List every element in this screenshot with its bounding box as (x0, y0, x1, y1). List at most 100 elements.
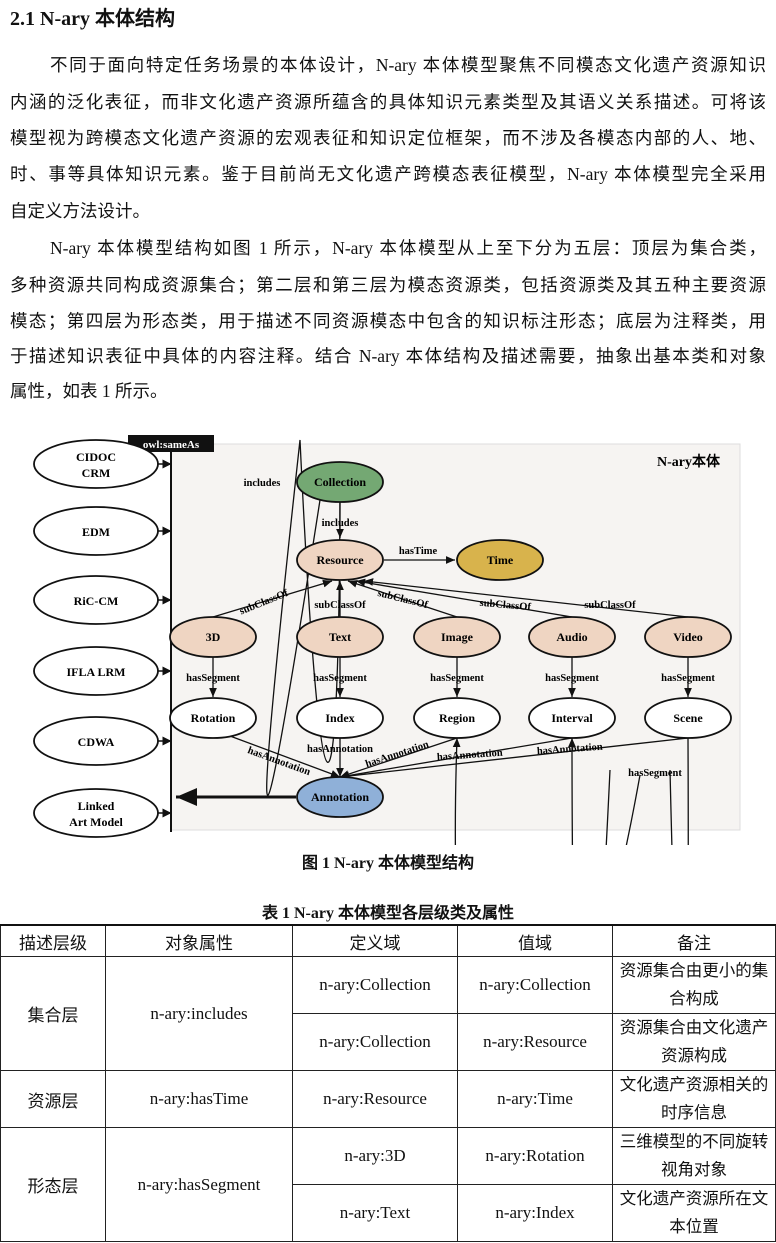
panel-label: N-ary本体 (657, 453, 721, 470)
node-label-audio: Audio (556, 630, 587, 644)
node-scene (644, 697, 732, 739)
same-as-label: owl:sameAs (143, 439, 200, 451)
has-segment-label: hasSegment (313, 673, 367, 684)
table-row: n-ary:Text n-ary:Index 文化遗产资源所在文本位置 (1, 1184, 776, 1242)
has-annotation-label: hasAnnotation (307, 744, 373, 755)
includes-loop-label: includes (244, 478, 281, 489)
text-line: N-ary 本体模型结构如图 1 所示，N-ary 本体模型从上至下分为五层：顶… (50, 238, 766, 258)
note-cell: 三维模型的不同旋转视角对象 (612, 1127, 776, 1185)
col-header: 描述层级 (0, 924, 106, 957)
note-cell: 文化遗产资源所在文本位置 (612, 1184, 776, 1242)
node-label-image: Image (441, 630, 474, 644)
node-label-annotation: Annotation (311, 790, 369, 804)
table-row: 资源层 n-ary:hasTime n-ary:Resource n-ary:T… (0, 1070, 776, 1128)
property-cell: n-ary:hasTime (105, 1070, 293, 1128)
node-region (413, 697, 501, 739)
external-model-label: CRM (82, 466, 111, 480)
col-header: 备注 (612, 924, 776, 957)
note-cell: 资源集合由文化遗产资源构成 (612, 1013, 776, 1071)
external-model-node (33, 575, 159, 625)
node-label-index: Index (325, 711, 354, 725)
external-model-label: CDWA (78, 735, 115, 749)
node-resource (296, 539, 384, 581)
node-label-time: Time (487, 553, 514, 567)
node-audio (528, 616, 616, 658)
external-model-label: RiC-CM (74, 594, 119, 608)
has-annotation-label: hasAnnotation (437, 748, 504, 764)
has-annotation-edge (339, 737, 458, 778)
external-model-label: CIDOC (76, 450, 116, 464)
subclassof-label: subClassOf (584, 600, 636, 611)
property-cell: n-ary:includes (105, 956, 293, 1071)
node-label-m3d: 3D (206, 630, 221, 644)
domain-cell: n-ary:Collection (292, 1013, 458, 1071)
node-image (413, 616, 501, 658)
range-cell: n-ary:Resource (457, 1013, 613, 1071)
node-text (296, 616, 384, 658)
external-model-node (33, 646, 159, 696)
node-video (644, 616, 732, 658)
has-segment-label: hasSegment (186, 673, 240, 684)
node-annotation (296, 776, 384, 818)
note-cell: 资源集合由更小的集合构成 (612, 956, 776, 1014)
section-heading: 2.1 N-ary 本体结构 (10, 8, 175, 30)
has-annotation-label: hasAnnotation (537, 742, 604, 758)
node-m3d (169, 616, 257, 658)
node-label-video: Video (673, 630, 703, 644)
node-collection (296, 461, 384, 503)
subclassof-label: subClassOf (479, 598, 532, 613)
has-annotation-edge (339, 737, 689, 780)
ontology-table: 描述层级 对象属性 定义域 值域 备注 集合层 n-ary:includes n… (0, 924, 776, 1242)
text-line: 不同于面向特定任务场景的本体设计，N-ary 本体模型聚焦不同模态文化遗产资源知… (50, 55, 766, 75)
external-model-label: IFLA LRM (66, 665, 125, 679)
col-header: 值域 (457, 924, 613, 957)
text-line: 模态；第四层为形态类，用于描述不同资源模态中包含的知识标注形态；底层为注释类，用 (10, 311, 766, 331)
table-header-row: 描述层级 对象属性 定义域 值域 备注 (0, 924, 776, 957)
external-model-node (33, 788, 159, 838)
node-label-resource: Resource (316, 553, 364, 567)
node-label-interval: Interval (551, 711, 593, 725)
node-label-collection: Collection (314, 475, 366, 489)
subclassof-edge (363, 578, 689, 618)
domain-cell: n-ary:Text (292, 1184, 458, 1242)
col-header: 对象属性 (105, 924, 293, 957)
same-as-box (128, 435, 214, 452)
text-line: 于描述知识表征中具体的内容注释。结合 N-ary 本体结构及描述需要，抽象出基本… (10, 346, 766, 366)
node-label-scene: Scene (673, 711, 703, 725)
subclassof-edge (355, 578, 573, 618)
text-line: 内涵的泛化表征，而非文化遗产资源所蕴含的具体知识元素类型及其语义关系描述。可将该 (10, 92, 766, 112)
external-model-node (33, 716, 159, 766)
layer-cell: 集合层 (0, 956, 106, 1071)
node-label-rotation: Rotation (191, 711, 236, 725)
node-label-text: Text (329, 630, 351, 644)
has-segment-label: hasSegment (430, 673, 484, 684)
external-model-label: Linked (78, 799, 115, 813)
has-segment-label: hasSegment (628, 768, 682, 779)
text-line: 属性，如表 1 所示。 (10, 381, 168, 401)
range-cell: n-ary:Time (457, 1070, 613, 1128)
text-line: 时、事等具体知识元素。鉴于目前尚无文化遗产跨模态表征模型，N-ary 本体模型完… (10, 164, 766, 184)
node-index (296, 697, 384, 739)
external-model-label: EDM (82, 525, 110, 539)
layer-cell: 资源层 (0, 1070, 106, 1128)
has-segment-label: hasSegment (545, 673, 599, 684)
table-row: 集合层 n-ary:includes n-ary:Collection n-ar… (0, 956, 776, 1071)
domain-cell: n-ary:Resource (292, 1070, 458, 1128)
node-time (456, 539, 544, 581)
table-row: 形态层 n-ary:hasSegment n-ary:3D n-ary:Rota… (0, 1127, 776, 1242)
subclassof-label: subClassOf (314, 600, 366, 611)
subclassof-edge (212, 579, 333, 618)
property-cell: n-ary:hasSegment (105, 1127, 293, 1242)
has-annotation-edge (229, 735, 341, 778)
range-cell: n-ary:Index (457, 1184, 613, 1242)
domain-cell: n-ary:Collection (292, 956, 458, 1014)
note-cell: 文化遗产资源相关的时序信息 (612, 1070, 776, 1128)
external-model-node (33, 439, 159, 489)
text-line: 自定义方法设计。 (10, 201, 150, 221)
node-label-region: Region (439, 711, 475, 725)
figure-caption: 图 1 N-ary 本体模型结构 (302, 855, 474, 872)
external-model-label: Art Model (69, 815, 123, 829)
layer-cell: 形态层 (0, 1127, 106, 1242)
node-rotation (169, 697, 257, 739)
